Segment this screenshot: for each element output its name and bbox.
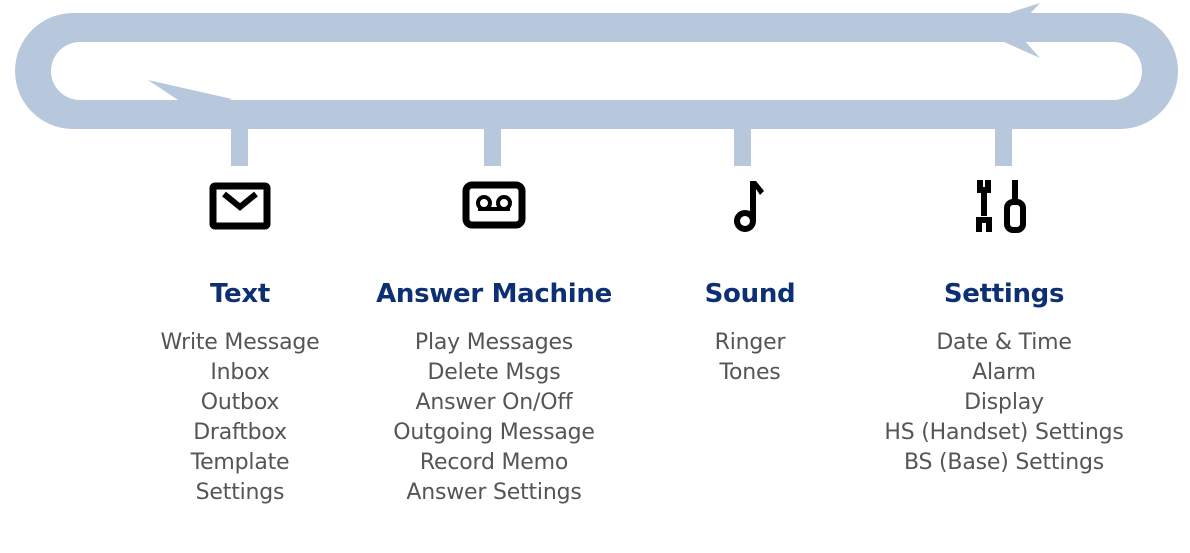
menu-item-ringer[interactable]: Ringer [714,330,786,355]
menu-item-hs-settings[interactable]: HS (Handset) Settings [884,420,1124,445]
menu-item-outbox[interactable]: Outbox [200,390,280,415]
menu-item-inbox[interactable]: Inbox [210,360,270,385]
menu-title-text[interactable]: Text [210,279,270,309]
menu-text: Text Write Message Inbox Outbox Draftbox… [110,168,370,508]
menu-item-text-settings[interactable]: Settings [195,480,285,505]
menu-title-answer-machine[interactable]: Answer Machine [376,279,612,309]
menu-item-display[interactable]: Display [964,390,1044,415]
menu-title-settings[interactable]: Settings [943,279,1065,309]
menu-list-settings: Date & Time Alarm Display HS (Handset) S… [874,328,1134,478]
menu-item-answer-on-off[interactable]: Answer On/Off [415,390,573,415]
menu-item-record-memo[interactable]: Record Memo [419,450,569,475]
loop-track [15,13,1178,129]
menu-list-sound: Ringer Tones [620,328,880,388]
menu-item-alarm[interactable]: Alarm [972,360,1036,385]
menu-settings: Settings Date & Time Alarm Display HS (H… [874,168,1134,478]
arrow-right-icon [148,80,232,124]
menu-item-bs-settings[interactable]: BS (Base) Settings [903,450,1105,475]
menu-item-outgoing-message[interactable]: Outgoing Message [393,420,595,445]
arrow-left-icon [968,3,1040,58]
cassette-tape-icon [364,168,624,244]
menu-answer-machine: Answer Machine Play Messages Delete Msgs… [364,168,624,508]
menu-item-answer-settings[interactable]: Answer Settings [406,480,582,505]
menu-item-template[interactable]: Template [190,450,290,475]
menu-title-sound[interactable]: Sound [704,279,796,309]
envelope-icon [110,168,370,244]
menu-item-draftbox[interactable]: Draftbox [193,420,287,445]
music-note-icon [620,168,880,244]
menu-list-answer-machine: Play Messages Delete Msgs Answer On/Off … [364,328,624,508]
menu-list-text: Write Message Inbox Outbox Draftbox Temp… [110,328,370,508]
wrench-screwdriver-icon [874,168,1134,244]
menu-item-play-messages[interactable]: Play Messages [414,330,574,355]
menu-item-delete-msgs[interactable]: Delete Msgs [427,360,561,385]
menu-sound: Sound Ringer Tones [620,168,880,388]
menu-item-tones[interactable]: Tones [719,360,781,385]
menu-item-write-message[interactable]: Write Message [160,330,320,355]
menu-item-date-time[interactable]: Date & Time [936,330,1072,355]
